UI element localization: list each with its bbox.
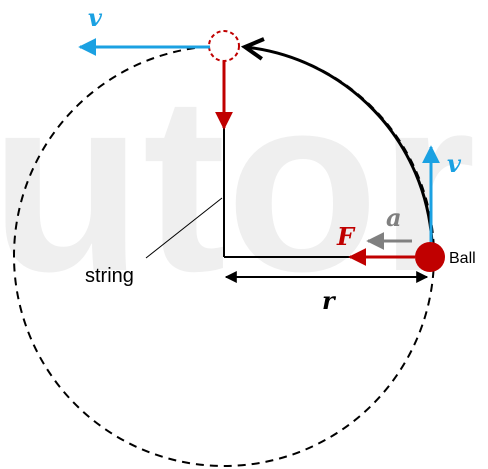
force-label: F [336,222,356,251]
ball-label: Ball [449,250,476,267]
velocity-label-right: v [447,149,462,178]
motion-arc-arrow [245,47,434,243]
string-leader-line [145,197,223,259]
ball [415,242,445,272]
velocity-label-top: v [88,3,103,32]
radius-label: r [322,286,337,315]
watermark-text: utorp [0,44,488,323]
ball-previous-position [208,30,240,62]
acceleration-label: a [386,203,402,232]
string-label: string [85,265,134,287]
